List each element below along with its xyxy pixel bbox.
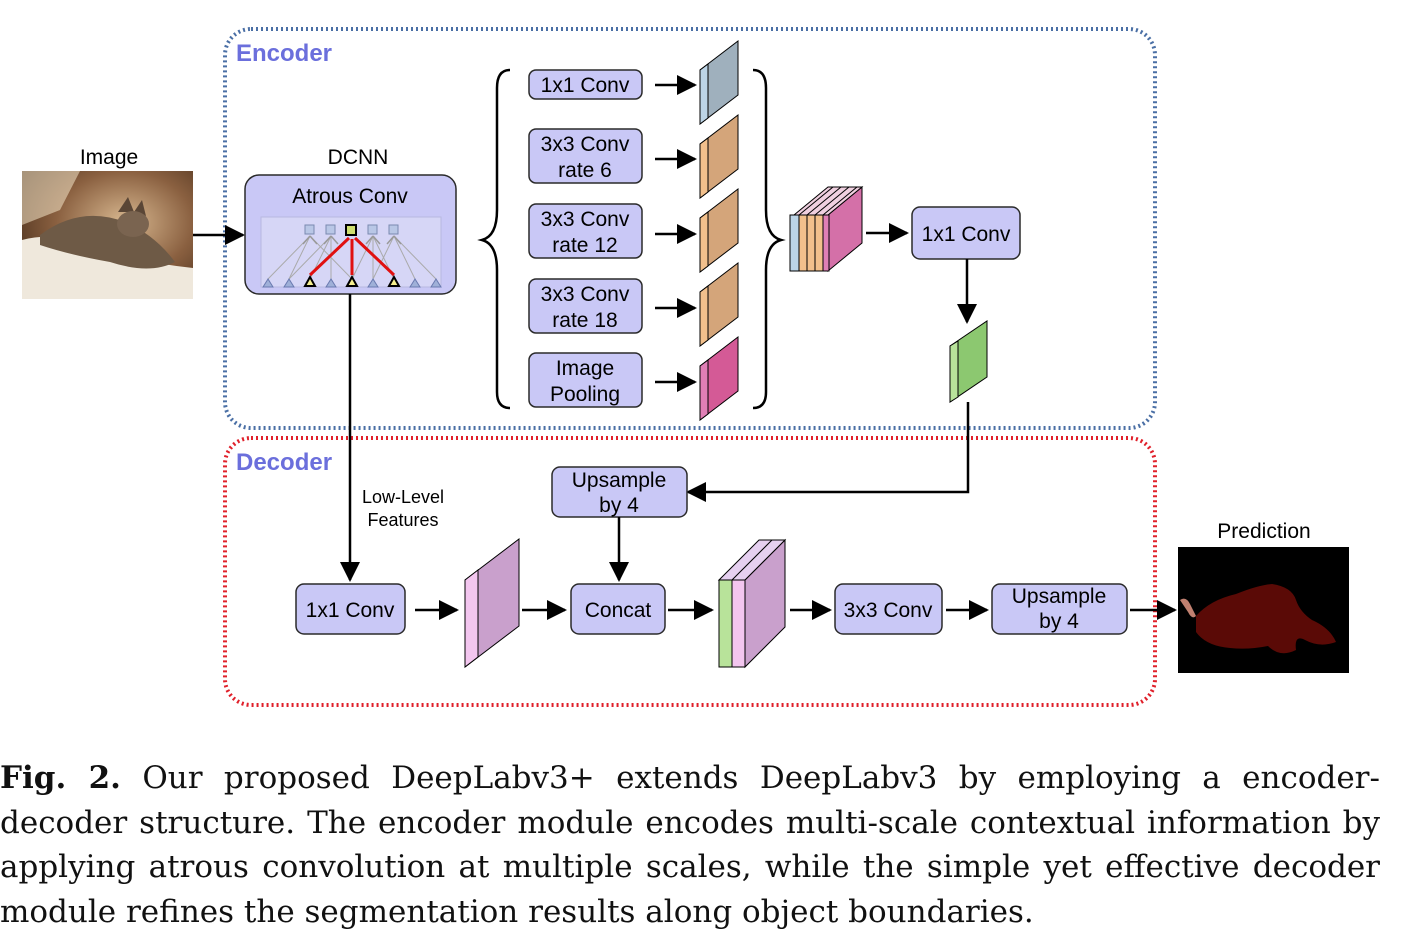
aspp-rate18-line1: 3x3 Conv — [541, 283, 630, 306]
aspp-1x1-feature-map — [699, 39, 739, 126]
aspp-pooling-line2: Pooling — [550, 383, 620, 406]
aspp-rate12-line1: 3x3 Conv — [541, 208, 630, 231]
decoder-1x1-conv-label: 1x1 Conv — [306, 599, 395, 622]
decoder-1x1-conv-block — [295, 583, 406, 635]
decoder-upsample2-line2: by 4 — [1039, 610, 1079, 633]
aspp-rate18-feature-map — [699, 261, 739, 348]
decoder-title: Decoder — [236, 449, 332, 476]
aspp-rate6-block — [528, 128, 643, 184]
aspp-concat-feature-stack — [789, 185, 864, 273]
decoder-frame — [223, 436, 1157, 707]
low-level-feature-map — [464, 537, 520, 669]
atrous-conv-illustration — [260, 216, 442, 288]
aspp-rate12-block — [528, 203, 643, 259]
aspp-rate6-line1: 3x3 Conv — [541, 133, 630, 156]
aspp-branch-rate6: 3x3 Conv rate 6 — [528, 113, 739, 200]
decoder-upsample2-block — [991, 583, 1128, 635]
concat-label: Concat — [585, 599, 652, 622]
encoder-to-upsample-arrow — [686, 402, 970, 502]
aspp-branch-pooling: Image Pooling — [528, 335, 739, 422]
encoder-1x1-conv-label: 1x1 Conv — [922, 223, 1011, 246]
prediction-image — [1178, 547, 1349, 673]
encoder-title: Encoder — [236, 40, 332, 67]
input-image — [22, 171, 193, 299]
dcnn-label: DCNN — [328, 146, 389, 169]
aspp-branch-rate18: 3x3 Conv rate 18 — [528, 261, 739, 348]
aspp-rate12-feature-map — [699, 187, 739, 274]
decoder-upsample1-line2: by 4 — [599, 494, 639, 517]
atrous-conv-label: Atrous Conv — [292, 185, 408, 208]
input-image-label: Image — [80, 146, 138, 169]
aspp-left-brace — [477, 68, 511, 410]
low-level-label-line2: Features — [367, 510, 438, 530]
aspp-rate18-block — [528, 278, 643, 334]
aspp-branch-rate12: 3x3 Conv rate 12 — [528, 187, 739, 274]
decoder-3x3-conv-label: 3x3 Conv — [844, 599, 933, 622]
aspp-pooling-block — [528, 352, 643, 408]
aspp-1x1-conv-block — [528, 69, 643, 100]
aspp-1x1-conv-label: 1x1 Conv — [541, 74, 630, 97]
aspp-rate18-line2: rate 18 — [552, 309, 617, 332]
concat-block — [570, 583, 666, 635]
aspp-rate6-line2: rate 6 — [558, 159, 612, 182]
decoder-upsample2-line1: Upsample — [1012, 585, 1107, 608]
caption-text: Our proposed DeepLabv3+ extends DeepLabv… — [0, 760, 1380, 930]
aspp-right-brace — [752, 68, 786, 410]
aspp-rate6-feature-map — [699, 113, 739, 200]
prediction-label: Prediction — [1217, 520, 1310, 543]
aspp-pooling-line1: Image — [556, 357, 614, 380]
decoder-upsample1-line1: Upsample — [572, 469, 667, 492]
encoder-output-feature-map — [949, 320, 988, 403]
low-level-label-line1: Low-Level — [362, 487, 444, 507]
aspp-pooling-feature-map — [699, 335, 739, 422]
aspp-rate12-line2: rate 12 — [552, 234, 617, 257]
decoder-3x3-conv-block — [834, 583, 943, 635]
encoder-frame — [223, 27, 1157, 430]
figure-caption: Fig. 2. Our proposed DeepLabv3+ extends … — [0, 756, 1380, 934]
caption-label: Fig. 2. — [0, 760, 121, 796]
decoder-concat-feature-stack — [717, 538, 787, 669]
aspp-branch-1x1: 1x1 Conv — [528, 39, 739, 126]
